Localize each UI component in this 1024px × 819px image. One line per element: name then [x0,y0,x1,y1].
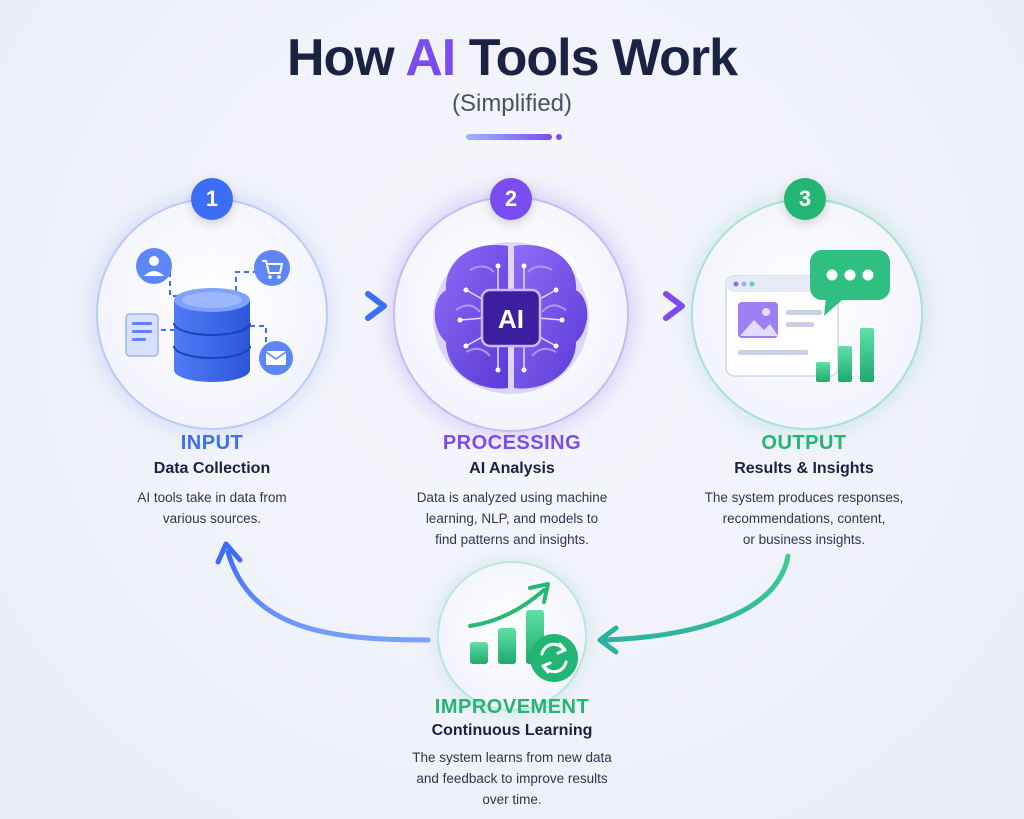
input-illustration [125,248,293,382]
step-2-badge: 2 [490,178,532,220]
processing-description: Data is analyzed using machine learning,… [416,490,608,547]
bar-chart-icon [816,328,874,382]
output-description: The system produces responses, recommend… [704,490,904,547]
refresh-icon [530,634,578,682]
step-1-badge: 1 [191,178,233,220]
input-heading: INPUT [180,432,244,454]
processing-heading: PROCESSING [442,432,582,454]
title-underline [466,134,562,140]
improvement-description: The system learns from new data and feed… [412,750,612,807]
ai-chip-icon: AI [480,288,542,348]
browser-window-icon [725,275,839,377]
image-icon [738,302,778,338]
database-icon [173,288,251,382]
arrow-processing-to-output [625,291,685,321]
arrow-improvement-to-input [215,541,431,643]
ai-chip-label: AI [498,304,524,334]
chat-bubble-icon [810,250,890,316]
output-heading: OUTPUT [761,432,847,454]
page-title: How AI Tools Work [286,29,738,87]
title-accent: AI [405,29,456,87]
page-subtitle: (Simplified) [451,90,573,117]
mail-icon [259,341,293,375]
cart-icon [254,250,290,286]
step-3-badge: 3 [784,178,826,220]
user-icon [136,248,172,284]
arrow-input-to-processing [327,291,387,321]
improvement-subheading: Continuous Learning [431,722,593,739]
processing-subheading: AI Analysis [469,460,555,477]
document-icon [125,313,159,357]
arrow-output-to-improvement [597,553,791,655]
output-subheading: Results & Insights [734,460,874,477]
input-subheading: Data Collection [153,460,271,477]
input-description: AI tools take in data from various sourc… [137,490,287,526]
improvement-heading: IMPROVEMENT [434,696,590,718]
